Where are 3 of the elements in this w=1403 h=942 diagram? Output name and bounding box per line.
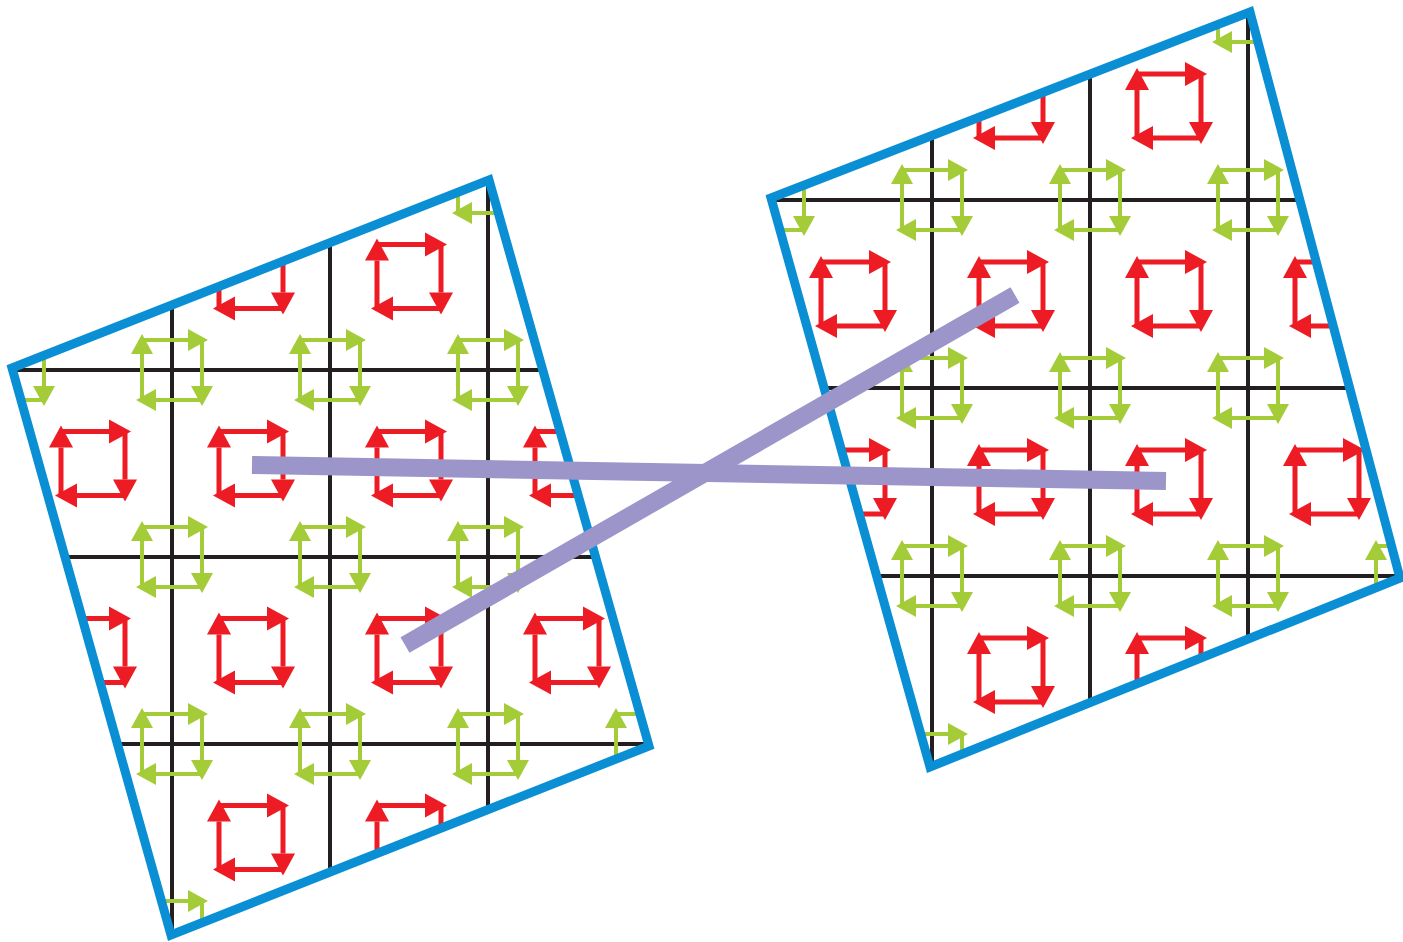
connector-bar: [400, 287, 1020, 653]
connector-bar: [251, 456, 1167, 490]
arrow-grid-drawing: [765, 6, 1403, 773]
